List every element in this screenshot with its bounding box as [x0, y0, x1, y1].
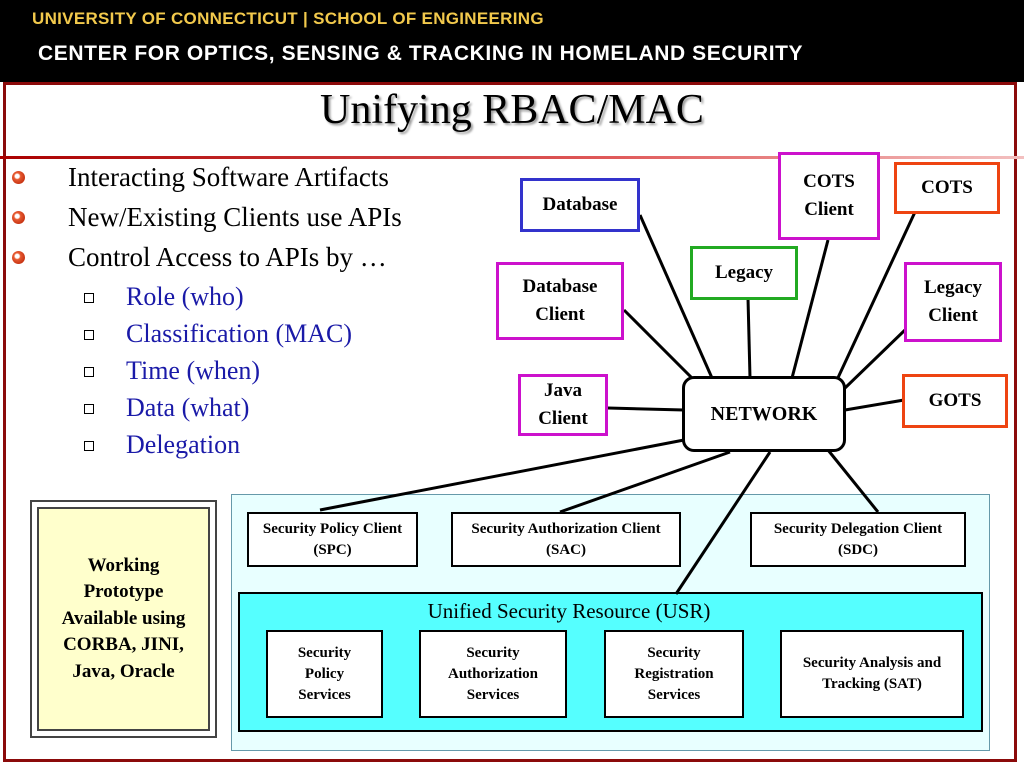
- sub-bullet-text: Time (when): [126, 356, 261, 385]
- sub-bullet-text: Delegation: [126, 430, 241, 459]
- connector-cots: [834, 211, 917, 383]
- node-database-client: Database Client: [496, 262, 624, 340]
- connector-sdc: [826, 449, 880, 513]
- checkbox-square-icon: [84, 293, 94, 303]
- security-registration-services: Security Registration Services: [604, 630, 744, 718]
- node-legacy-client: Legacy Client: [904, 262, 1002, 342]
- checkbox-square-icon: [84, 404, 94, 414]
- security-delegation-client: Security Delegation Client (SDC): [750, 512, 966, 567]
- connector-legacy-client: [843, 328, 907, 390]
- connector-cots-client: [790, 239, 830, 379]
- slide-title: Unifying RBAC/MAC: [320, 87, 704, 133]
- security-policy-client: Security Policy Client (SPC): [247, 512, 418, 567]
- connector-java-client: [607, 406, 685, 412]
- sub-bullet-text: Role (who): [126, 282, 244, 311]
- sub-bullet-text: Data (what): [126, 393, 250, 422]
- bullet-text: Interacting Software Artifacts: [68, 162, 389, 192]
- bullet-circle-icon: [12, 171, 25, 184]
- connector-usr: [674, 451, 772, 595]
- checkbox-square-icon: [84, 330, 94, 340]
- node-cots: COTS: [894, 162, 1000, 214]
- connector-gots: [844, 398, 905, 412]
- header-center: CENTER FOR OPTICS, SENSING & TRACKING IN…: [38, 42, 804, 65]
- checkbox-square-icon: [84, 441, 94, 451]
- node-database: Database: [520, 178, 640, 232]
- header-banner: UNIVERSITY OF CONNECTICUT | SCHOOL OF EN…: [0, 0, 1024, 82]
- node-network: NETWORK: [682, 376, 846, 452]
- working-prototype-text: Working Prototype Available using CORBA,…: [37, 507, 210, 731]
- bullet-circle-icon: [12, 211, 25, 224]
- connector-spc: [319, 438, 685, 512]
- connector-database: [638, 214, 714, 379]
- connector-legacy: [746, 297, 752, 379]
- title-divider: [0, 156, 1024, 159]
- connector-database-client: [622, 308, 698, 384]
- connector-sac: [559, 450, 731, 514]
- node-gots: GOTS: [902, 374, 1008, 428]
- security-analysis-tracking: Security Analysis and Tracking (SAT): [780, 630, 964, 718]
- security-authorization-client: Security Authorization Client (SAC): [451, 512, 681, 567]
- security-authorization-services: Security Authorization Services: [419, 630, 567, 718]
- sub-bullet-text: Classification (MAC): [126, 319, 353, 348]
- bullet-text: Control Access to APIs by …: [68, 242, 387, 272]
- working-prototype-note: Working Prototype Available using CORBA,…: [30, 500, 217, 738]
- node-legacy: Legacy: [690, 246, 798, 300]
- node-cots-client: COTS Client: [778, 152, 880, 240]
- security-policy-services: Security Policy Services: [266, 630, 383, 718]
- header-university: UNIVERSITY OF CONNECTICUT | SCHOOL OF EN…: [32, 9, 544, 28]
- bullet-text: New/Existing Clients use APIs: [68, 202, 402, 232]
- node-java-client: Java Client: [518, 374, 608, 436]
- bullet-circle-icon: [12, 251, 25, 264]
- slide-frame: [3, 82, 1017, 762]
- usr-title: Unified Security Resource (USR): [427, 599, 711, 623]
- checkbox-square-icon: [84, 367, 94, 377]
